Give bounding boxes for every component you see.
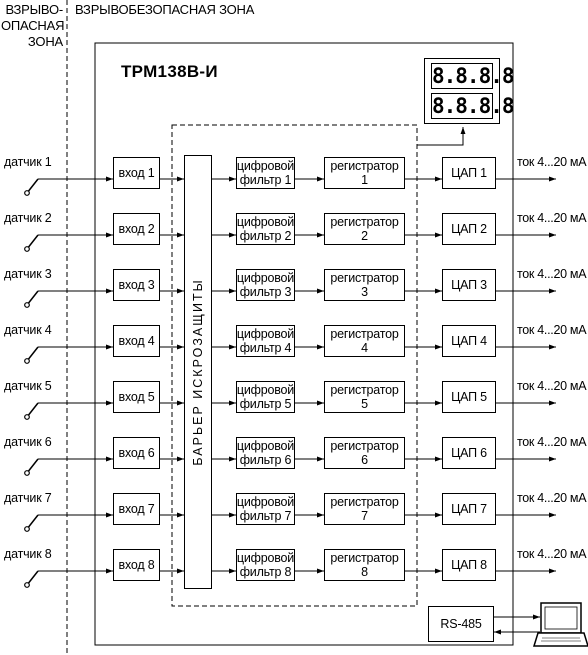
recorder-block: регистратор 1 [324, 157, 405, 189]
current-output-label: ток 4...20 мА [517, 323, 587, 337]
sensor-label: датчик 4 [4, 323, 52, 337]
current-output-label: ток 4...20 мА [517, 267, 587, 281]
current-output-label: ток 4...20 мА [517, 211, 587, 225]
thermocouple-probe-icon [24, 402, 39, 420]
dac-block: ЦАП 8 [442, 549, 496, 581]
sensor-label: датчик 6 [4, 435, 52, 449]
laptop-icon [532, 602, 588, 647]
thermocouple-probe-icon [24, 234, 39, 252]
recorder-block: регистратор 8 [324, 549, 405, 581]
current-output-label: ток 4...20 мА [517, 155, 587, 169]
input-block: вход 8 [113, 549, 160, 581]
thermocouple-probe-icon [24, 178, 39, 196]
filter-block: цифровой фильтр 2 [236, 213, 295, 245]
dac-block: ЦАП 6 [442, 437, 496, 469]
sensor-label: датчик 2 [4, 211, 52, 225]
recorder-block: регистратор 2 [324, 213, 405, 245]
sensor-label: датчик 1 [4, 155, 52, 169]
display-upper-digits: 8.8.8.8 [431, 63, 515, 89]
input-block: вход 7 [113, 493, 160, 525]
filter-block: цифровой фильтр 7 [236, 493, 295, 525]
input-block: вход 3 [113, 269, 160, 301]
processing-boundary [171, 124, 418, 607]
dac-block: ЦАП 5 [442, 381, 496, 413]
recorder-block: регистратор 3 [324, 269, 405, 301]
safe-zone-label: ВЗРЫВОБЕЗОПАСНАЯ ЗОНА [75, 2, 255, 17]
recorder-block: регистратор 7 [324, 493, 405, 525]
filter-block: цифровой фильтр 8 [236, 549, 295, 581]
current-output-label: ток 4...20 мА [517, 435, 587, 449]
dac-block: ЦАП 1 [442, 157, 496, 189]
current-output-label: ток 4...20 мА [517, 491, 587, 505]
thermocouple-probe-icon [24, 346, 39, 364]
current-output-label: ток 4...20 мА [517, 547, 587, 561]
recorder-block: регистратор 4 [324, 325, 405, 357]
device-title: ТРМ138В-И [121, 62, 218, 81]
led-display: 8.8.8.8 8.8.8.8 [424, 58, 515, 124]
thermocouple-probe-icon [24, 290, 39, 308]
filter-block: цифровой фильтр 3 [236, 269, 295, 301]
input-block: вход 2 [113, 213, 160, 245]
device-frame [94, 42, 514, 646]
hazardous-zone-label: ВЗРЫВО- ОПАСНАЯ ЗОНА [1, 2, 65, 49]
barrier-label: БАРЬЕР ИСКРОЗАЩИТЫ [191, 278, 205, 466]
sensor-label: датчик 8 [4, 547, 52, 561]
dac-block: ЦАП 7 [442, 493, 496, 525]
rs485-interface: RS-485 [428, 606, 494, 642]
input-block: вход 5 [113, 381, 160, 413]
current-output-label: ток 4...20 мА [517, 379, 587, 393]
thermocouple-probe-icon [24, 458, 39, 476]
recorder-block: регистратор 6 [324, 437, 405, 469]
sensor-label: датчик 5 [4, 379, 52, 393]
dac-block: ЦАП 3 [442, 269, 496, 301]
filter-block: цифровой фильтр 1 [236, 157, 295, 189]
dac-block: ЦАП 2 [442, 213, 496, 245]
thermocouple-probe-icon [24, 570, 39, 588]
input-block: вход 1 [113, 157, 160, 189]
thermocouple-probe-icon [24, 514, 39, 532]
sensor-label: датчик 7 [4, 491, 52, 505]
spark-protection-barrier: БАРЬЕР ИСКРОЗАЩИТЫ [184, 155, 212, 589]
filter-block: цифровой фильтр 4 [236, 325, 295, 357]
dac-block: ЦАП 4 [442, 325, 496, 357]
input-block: вход 4 [113, 325, 160, 357]
filter-block: цифровой фильтр 6 [236, 437, 295, 469]
input-block: вход 6 [113, 437, 160, 469]
filter-block: цифровой фильтр 5 [236, 381, 295, 413]
display-lower-digits: 8.8.8.8 [431, 93, 515, 119]
sensor-label: датчик 3 [4, 267, 52, 281]
recorder-block: регистратор 5 [324, 381, 405, 413]
display-link-line [417, 127, 466, 146]
